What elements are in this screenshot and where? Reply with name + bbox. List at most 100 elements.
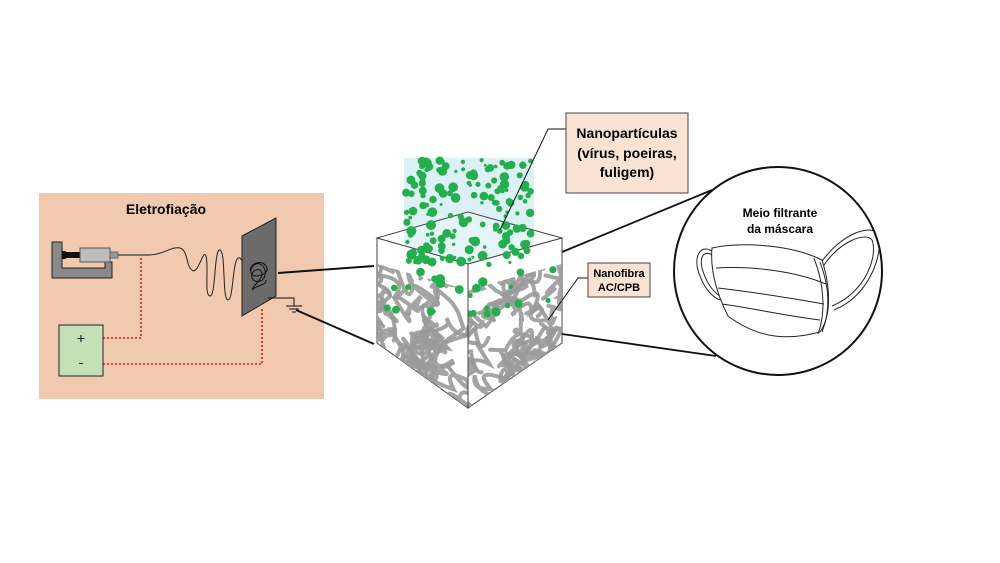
face-mask-icon [696,229,880,338]
electrospinning-title: Eletrofiação [126,201,206,217]
nanoparticle [473,170,478,175]
nanoparticle [486,261,492,268]
electrospinning-panel: Eletrofiação + - [39,193,324,399]
nanoparticle [479,221,486,228]
mask-label-line1: Meio filtrante [743,206,818,220]
nanoparticle [502,232,510,240]
nanoparticle [504,188,509,192]
nanoparticle [519,182,530,192]
nanoparticle [442,229,452,238]
nanofiber-strand [377,264,392,312]
nanoparticle [508,260,512,264]
nanofiber-strand [377,359,391,408]
nanofiber-strand [377,341,431,381]
nanofiber-label-line2: AC/CPB [598,282,640,294]
nanoparticle [471,255,475,259]
nanoparticle [484,305,490,311]
nanoparticle [470,309,477,317]
nanoparticle [525,192,531,199]
nanoparticle [426,212,430,216]
nanoparticle [499,179,510,189]
nanofiber-strand [534,328,562,374]
nanoparticle [549,266,557,274]
nanoparticle [487,194,495,201]
nanoparticle [426,220,436,231]
positive-terminal-label: + [77,330,85,346]
nanoparticle [429,195,437,204]
nanoparticle [497,228,503,234]
nanoparticle [496,205,503,213]
nanoparticle [447,212,454,219]
nanoparticle [468,183,472,187]
connector-line-mask-top [561,189,713,253]
nanofiber-strand [551,362,562,408]
nanofiber-strand [488,327,525,366]
nanoparticle [516,268,525,277]
connector-line-bottom [295,309,375,345]
nanoparticle [436,167,442,173]
nanoparticle [503,162,511,170]
nanoparticle [482,245,487,249]
nanoparticles-label-line3: fuligem) [600,164,654,180]
connector-line-top [277,265,375,274]
nanofiber-strand [377,302,403,352]
nanoparticle [456,256,466,267]
nanoparticle [390,284,398,292]
nanofiber-strand [411,314,439,370]
nanoparticle [491,199,498,206]
nanoparticle [435,274,446,284]
nanoparticles-label-line2: (vírus, poeiras, [577,145,677,161]
positive-wire [103,256,142,339]
connector-line-mask-bottom [561,333,717,357]
nanoparticle [491,307,501,317]
nanoparticle [494,188,501,195]
nanoparticle [408,215,413,220]
nanoparticle [522,198,528,204]
nanoparticle [408,190,415,197]
nanoparticle [429,231,435,236]
deposited-fiber [249,262,268,291]
nanoparticle [427,257,437,267]
power-supply-icon [58,324,104,377]
collector-plate-icon [241,217,277,317]
nanoparticle [478,277,488,287]
nanoparticle [514,299,523,308]
nanoparticle [468,293,473,299]
nanoparticle [479,191,489,201]
nanoparticle [421,157,431,166]
nanoparticle [406,175,416,185]
nanofiber-strand [377,264,401,300]
nanoparticle [503,221,508,226]
nanoparticle [446,190,453,197]
nanoparticle [461,167,466,172]
nanoparticle [475,181,481,187]
nanofiber-strand [423,317,468,351]
nanoparticle [439,203,443,206]
nanoparticle [470,191,478,199]
nanofiber-strand [421,311,468,352]
nanofiber-strand [392,269,415,324]
nanoparticle [420,192,426,199]
nanoparticle [407,232,414,238]
nanoparticles-box [565,112,689,194]
nanoparticle [545,297,551,303]
nanoparticle [425,232,430,237]
nanoparticle [485,182,492,189]
nanoparticle [434,183,445,194]
nanofiber-strand [377,375,425,408]
nanoparticle [426,307,436,316]
nanoparticle [459,218,463,223]
cube-front-face [376,237,469,409]
nanoparticle [423,242,430,250]
nanoparticle [491,177,498,184]
nanofiber-strand [519,264,554,285]
nanoparticle [431,275,439,283]
fiber-jet [149,247,249,301]
nanofiber-cube [375,156,564,409]
nanoparticle [517,252,525,260]
nanoparticle [499,172,509,182]
nanoparticles-label-line1: Nanopartículas [576,125,677,141]
nanofiber-label-line1: Nanofibra [593,268,645,280]
nanoparticle [486,164,495,172]
